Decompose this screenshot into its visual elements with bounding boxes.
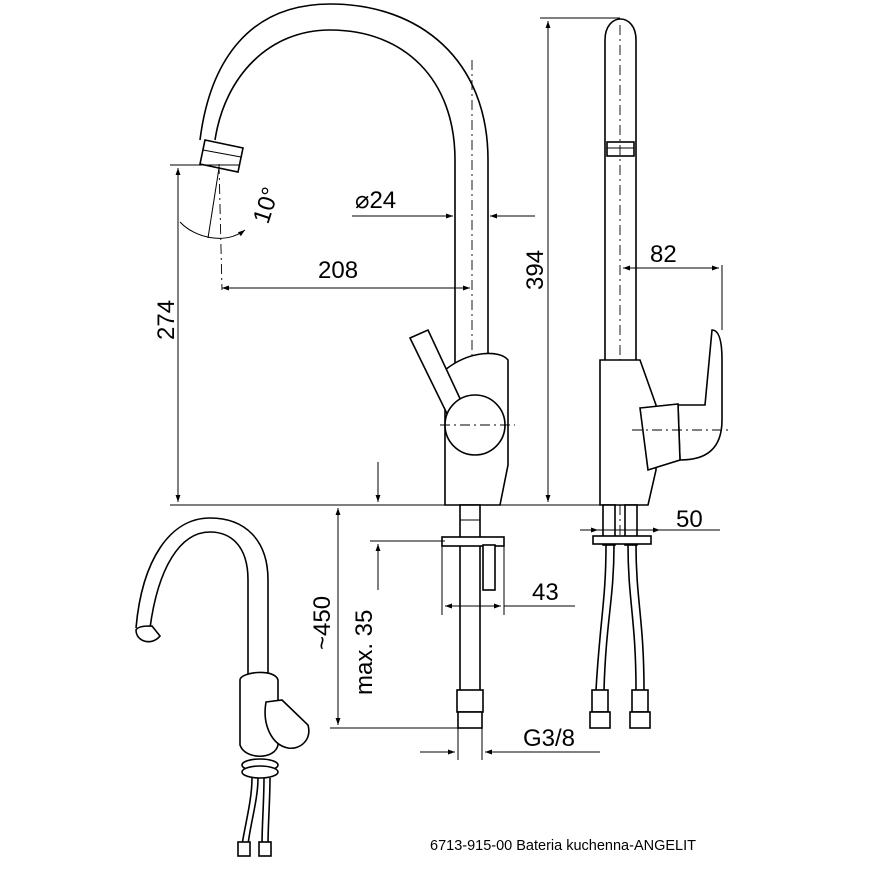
aerator-perspective	[135, 625, 162, 643]
label-spout-angle: 10°	[248, 184, 285, 227]
perspective-view	[135, 517, 310, 857]
mounting-stud	[482, 544, 496, 591]
handle-side	[677, 329, 723, 461]
side-view	[589, 18, 730, 729]
label-thread: G3/8	[523, 725, 575, 752]
label-counter-thickness: max. 35	[351, 610, 378, 695]
spout-outer-curve	[214, 29, 456, 365]
label-height-total: 394	[522, 250, 549, 290]
body-perspective	[239, 671, 279, 758]
drawing-caption: 6713-915-00 Bateria kuchenna-ANGELIT	[430, 838, 696, 854]
aerator-tip	[199, 139, 244, 173]
label-base-diameter: 50	[676, 506, 703, 533]
hose-right-a	[627, 544, 637, 691]
label-hose-length: ~450	[309, 596, 336, 650]
supply-hose-front	[459, 504, 481, 711]
hose-left-a	[595, 544, 607, 691]
thread-nut	[457, 711, 483, 729]
dimension-lines	[170, 17, 723, 760]
lever-perspective	[264, 699, 310, 750]
label-mount-width: 43	[532, 579, 559, 606]
spout-perspective	[149, 531, 249, 680]
dimension-labels: ⌀24 208 274 10° 394 82 50 ~450 max. 35 4…	[153, 184, 703, 752]
label-handle-depth: 82	[650, 241, 677, 268]
spout-side	[604, 18, 637, 365]
front-view	[199, 3, 515, 729]
label-spout-height: 274	[153, 300, 180, 340]
spout-inner-curve	[199, 3, 489, 365]
label-spout-diameter: ⌀24	[355, 187, 396, 214]
label-spout-reach: 208	[318, 257, 358, 284]
